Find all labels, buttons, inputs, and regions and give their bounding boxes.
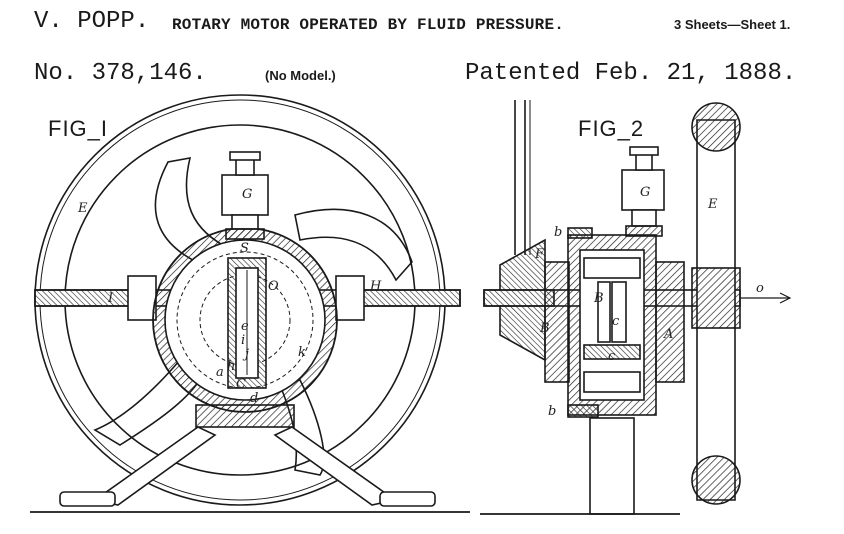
figure-2-labels: E G F b b B B A c c o (534, 185, 764, 419)
label-G-fig2: G (640, 185, 650, 200)
label-k: k (298, 345, 306, 360)
figure-1 (30, 94, 470, 513)
label-S: S (240, 241, 249, 256)
label-a: a (216, 365, 224, 380)
sheet-count: 3 Sheets—Sheet 1. (674, 17, 791, 32)
flywheel-rim-bottom (691, 455, 741, 505)
label-c2: c (608, 349, 616, 364)
figure-1-caption: FIG_I (48, 116, 109, 141)
base-block-fig1 (195, 404, 295, 428)
label-O: O (268, 279, 279, 294)
flywheel-hub (691, 267, 741, 329)
patent-title: ROTARY MOTOR OPERATED BY FLUID PRESSURE. (172, 16, 565, 34)
label-d: d (250, 391, 258, 406)
model-note: (No Model.) (265, 68, 336, 83)
collar-right (335, 275, 365, 321)
label-H: H (369, 279, 382, 294)
label-b-bottom: b (548, 404, 556, 419)
label-E: E (77, 201, 88, 216)
label-b-top: b (554, 225, 562, 240)
label-F: F (534, 247, 545, 262)
label-c: c (612, 314, 620, 329)
flywheel-rim-top (691, 102, 741, 152)
label-B: B (539, 321, 550, 336)
label-A: A (663, 327, 673, 342)
label-G: G (242, 187, 252, 202)
label-B2: B (593, 291, 604, 306)
label-i: i (241, 333, 245, 348)
label-e: e (241, 319, 249, 334)
stand-fig2 (589, 417, 635, 515)
figure-2-caption: FIG_2 (578, 116, 645, 141)
stand-right-leg (273, 426, 397, 506)
figure-1-labels: E I H G S O e i j h C a d k (77, 187, 382, 406)
foot-left (59, 491, 116, 507)
label-h: h (227, 359, 235, 374)
inventor-name: V. POPP. (34, 8, 150, 35)
spoke-right (294, 208, 413, 282)
label-j: j (242, 347, 249, 362)
collar-left (127, 275, 157, 321)
patent-date: Patented Feb. 21, 1888. (465, 60, 797, 87)
figure-2 (480, 100, 792, 515)
foot-right (379, 491, 436, 507)
label-o: o (756, 281, 764, 296)
label-C: C (236, 377, 246, 392)
label-I: I (107, 291, 114, 306)
label-E-fig2: E (707, 197, 718, 212)
patent-number: No. 378,146. (34, 60, 207, 87)
oil-cup-fig2 (621, 169, 665, 211)
stand-left-leg (93, 426, 217, 506)
